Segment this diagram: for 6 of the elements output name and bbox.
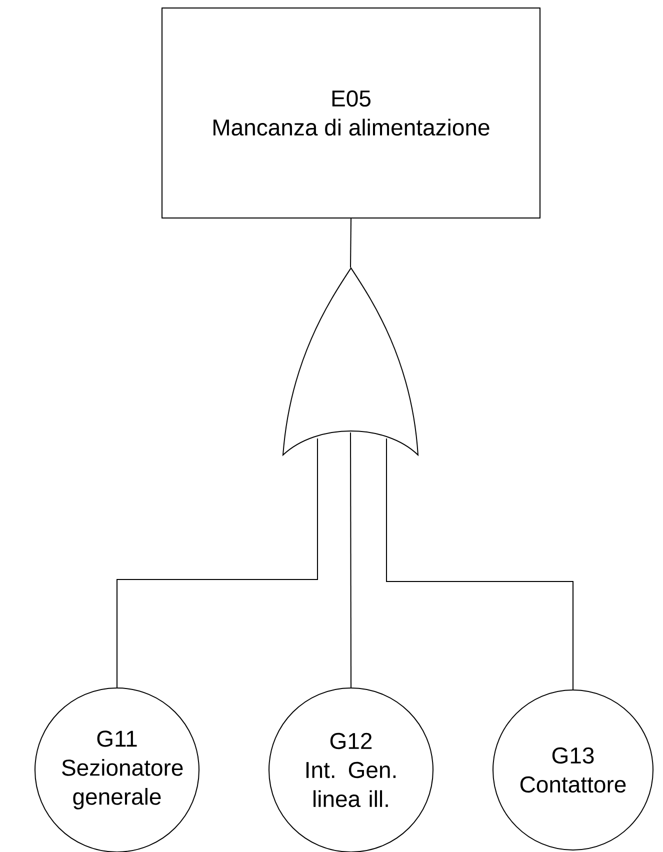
connector-line bbox=[350, 218, 352, 268]
connector-line bbox=[350, 432, 352, 688]
connector-line bbox=[116, 438, 318, 688]
or-gate bbox=[282, 268, 418, 456]
connector-line bbox=[386, 438, 574, 690]
event-box: E05 Mancanza di alimentazione bbox=[162, 8, 540, 218]
